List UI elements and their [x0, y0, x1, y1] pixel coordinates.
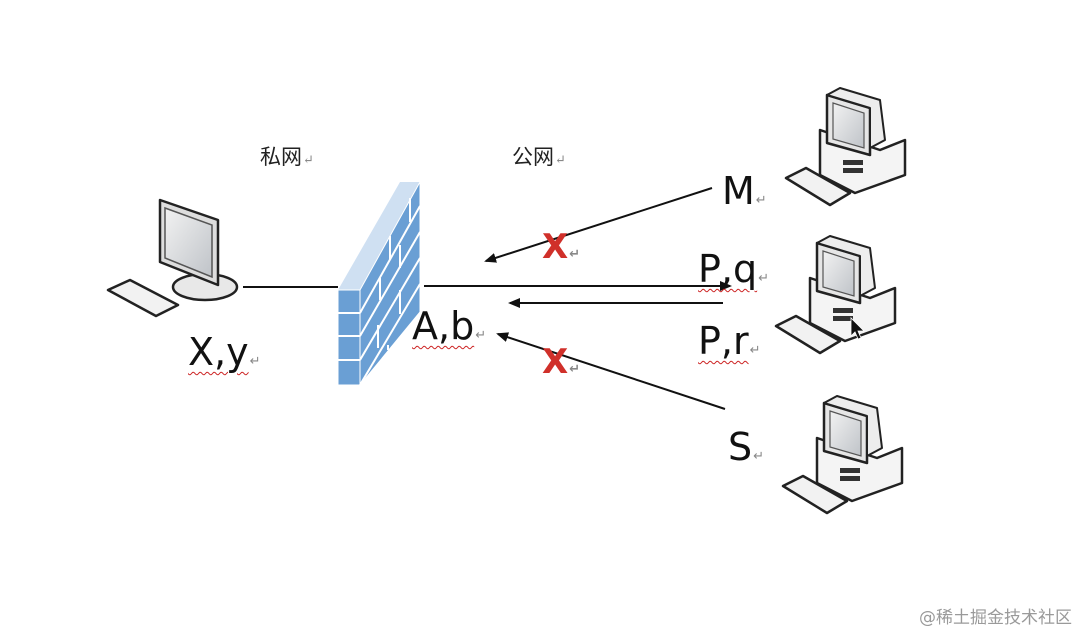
host-m-label: M↵ — [722, 169, 767, 213]
private-host-computer-icon — [106, 198, 239, 318]
private-host-address-label: X,y↵ — [188, 330, 261, 374]
blocked-arrow-from-s — [496, 332, 726, 410]
public-network-label: 公网↵ — [512, 145, 566, 169]
firewall-address-label: A,b↵ — [412, 304, 487, 348]
blocked-mark-m: X↵ — [542, 227, 581, 267]
host-s-computer-icon — [781, 394, 904, 515]
host-pq-label: P,q↵ — [698, 247, 770, 291]
firewall-icon — [337, 180, 421, 387]
blocked-mark-s: X↵ — [542, 342, 581, 382]
watermark: @稀土掘金技术社区 — [919, 608, 1072, 628]
blocked-arrow-from-m — [484, 187, 713, 263]
host-m-computer-icon — [784, 86, 907, 207]
private-network-label: 私网↵ — [260, 145, 314, 169]
host-pr-label: P,r↵ — [698, 319, 761, 363]
host-pq-computer-icon — [774, 234, 897, 355]
mouse-cursor-icon — [850, 317, 865, 340]
host-s-label: S↵ — [728, 425, 765, 469]
